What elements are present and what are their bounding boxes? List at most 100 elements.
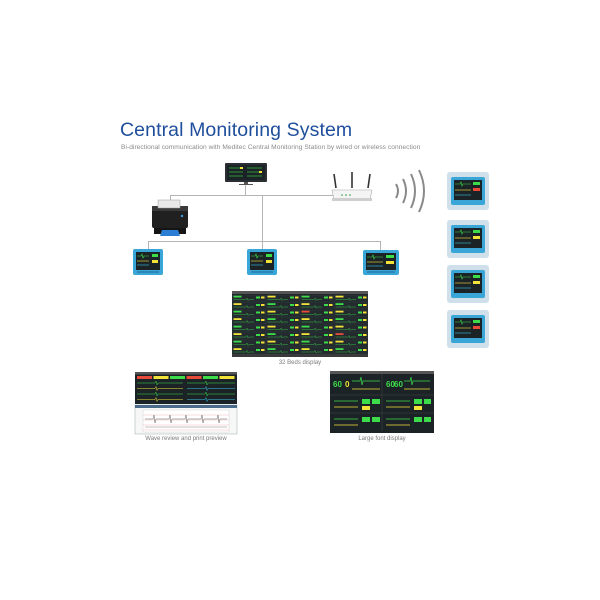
review-waveform — [187, 385, 235, 392]
bed-cell — [300, 339, 334, 347]
bed-cell — [232, 294, 266, 302]
wave-review-caption: Wave review and print preview — [145, 436, 227, 442]
bed-cell — [334, 317, 368, 325]
bed-waveform — [233, 327, 254, 331]
bed-header-bar — [267, 318, 276, 320]
bed-cell — [232, 332, 266, 340]
review-alarm-strip — [203, 376, 218, 379]
bed-cell — [266, 324, 300, 332]
bed-value — [363, 349, 367, 351]
bed-waveform — [335, 327, 356, 331]
review-alarm-strip — [219, 376, 235, 379]
bed-cell — [334, 309, 368, 317]
bed-cell — [334, 332, 368, 340]
large-font-caption: Large font display — [358, 436, 406, 442]
large-font-value-1: 60 — [333, 380, 342, 389]
bed-value — [295, 296, 299, 299]
bed-cell — [232, 339, 266, 347]
bed-value — [358, 326, 362, 329]
bed-waveform — [301, 320, 322, 324]
bed-value — [290, 334, 294, 336]
bed-value — [329, 304, 333, 306]
bed-value — [256, 341, 260, 344]
bed-cell — [266, 294, 300, 302]
bed-value — [358, 296, 362, 299]
connector-top-vertical — [245, 182, 246, 195]
bed-waveform — [301, 335, 322, 339]
bed-header-bar — [233, 310, 242, 313]
bed-value — [363, 319, 367, 321]
bed-value — [295, 334, 299, 336]
bed-cell — [232, 324, 266, 332]
connector-drop-left — [148, 241, 149, 251]
bed-waveform — [233, 335, 254, 339]
bed-header-bar — [335, 310, 344, 313]
bed-value — [324, 334, 328, 336]
bed-value — [358, 341, 362, 344]
bed-header-bar — [267, 295, 276, 298]
bed-cell — [334, 294, 368, 302]
review-alarm-strip — [170, 376, 185, 379]
bed-value — [290, 296, 294, 299]
bed-cell — [232, 317, 266, 325]
bed-header-bar — [301, 348, 310, 350]
bed-value — [261, 326, 265, 329]
bed-value — [295, 326, 299, 329]
review-waveform — [137, 396, 183, 403]
review-waveform — [137, 391, 183, 397]
print-preview-screenshot — [134, 404, 238, 435]
bed-cell — [266, 302, 300, 310]
bed-waveform — [335, 320, 356, 324]
review-alarm-strip — [186, 376, 202, 379]
bed-waveform — [267, 327, 288, 331]
bed-header-bar — [301, 333, 310, 335]
bed-value — [261, 349, 265, 351]
bed-header-bar — [233, 295, 242, 298]
bed-value — [290, 311, 294, 314]
bed-header-bar — [267, 340, 276, 343]
bed-value — [324, 311, 328, 314]
bed-waveform — [267, 297, 288, 301]
review-waveform — [137, 380, 183, 386]
bed-header-bar — [233, 340, 242, 343]
large-font-display-screenshot: 60 0 60 60 — [330, 371, 434, 433]
bed-cell — [266, 347, 300, 355]
bed-value — [261, 319, 265, 321]
bed-cell — [300, 324, 334, 332]
connector-top-horizontal — [170, 195, 352, 196]
side-monitor-3 — [447, 265, 489, 303]
bed-waveform — [335, 297, 356, 301]
bed-waveform — [335, 305, 356, 309]
bed-value — [363, 341, 367, 344]
bed-header-bar — [233, 318, 242, 320]
bed-value — [295, 319, 299, 321]
bed-cell — [266, 317, 300, 325]
side-monitor-4 — [447, 310, 489, 348]
bed-value — [363, 304, 367, 306]
bed-cell — [266, 309, 300, 317]
review-alarm-strip — [153, 376, 169, 379]
bed-value — [329, 349, 333, 351]
review-waveform — [137, 385, 183, 392]
beds-display-caption: 32 Beds display — [278, 360, 322, 366]
bed-value — [256, 304, 260, 306]
bed-value — [363, 326, 367, 329]
bed-value — [261, 296, 265, 299]
bed-value — [290, 304, 294, 306]
bed-value — [358, 334, 362, 336]
bed-value — [290, 341, 294, 344]
page-title: Central Monitoring System — [120, 119, 353, 141]
review-waveform — [187, 391, 235, 397]
bed-value — [295, 341, 299, 344]
bed-cell — [300, 302, 334, 310]
bed-value — [329, 311, 333, 314]
bed-cell — [334, 302, 368, 310]
bed-value — [256, 319, 260, 321]
bed-cell — [266, 332, 300, 340]
bed-value — [358, 304, 362, 306]
bed-value — [363, 296, 367, 299]
bed-waveform — [301, 305, 322, 309]
bed-value — [324, 326, 328, 329]
large-font-value-3: 60 — [386, 380, 395, 389]
bed-waveform — [335, 312, 356, 316]
